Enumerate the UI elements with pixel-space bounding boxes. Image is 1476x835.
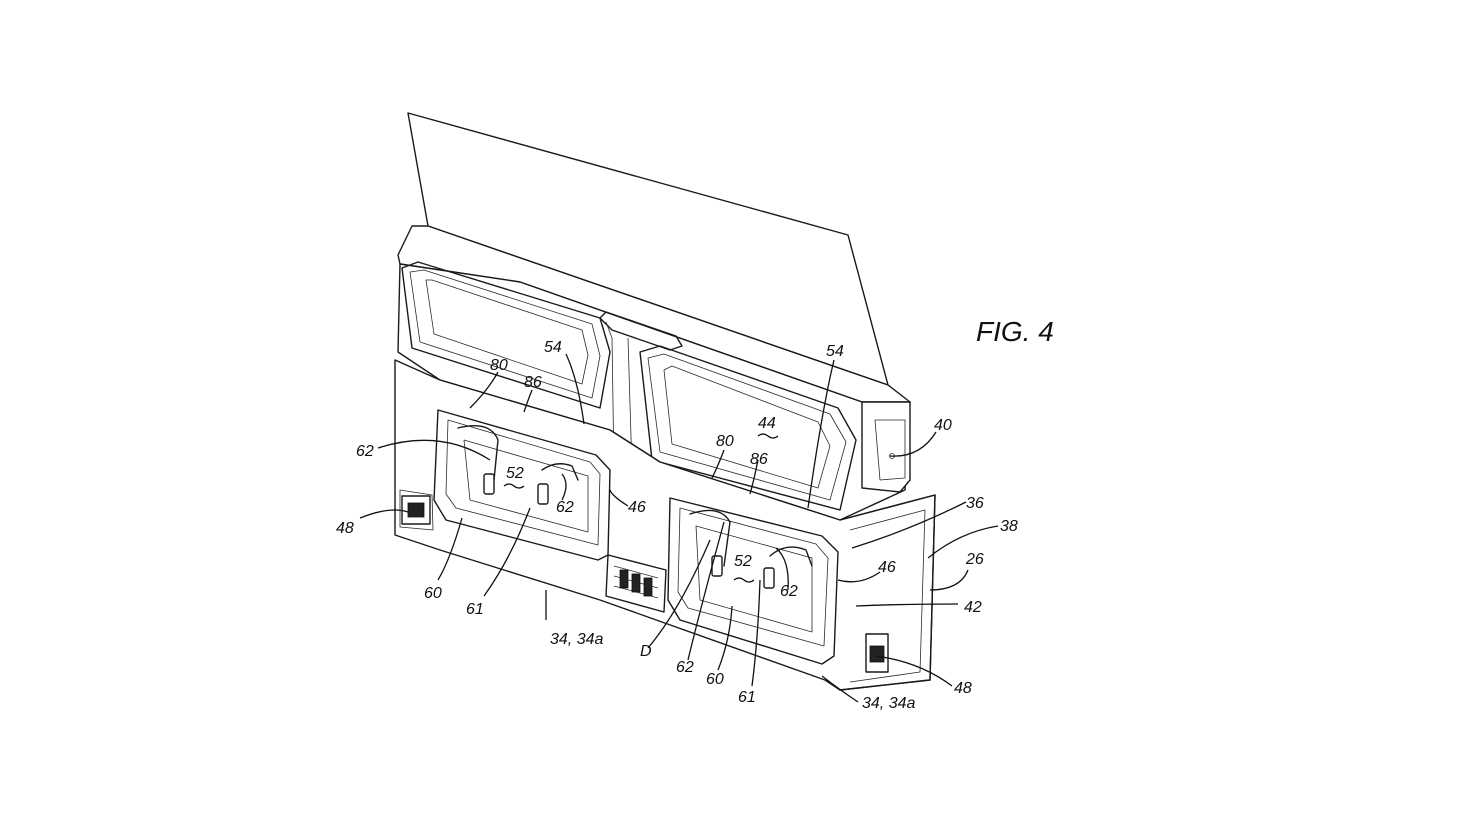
ref-36: 36 bbox=[966, 495, 984, 512]
ref-61-right: 61 bbox=[738, 689, 756, 706]
ref-40: 40 bbox=[934, 417, 952, 434]
ref-34-34a-right: 34, 34a bbox=[862, 695, 915, 712]
ref-61-left: 61 bbox=[466, 601, 484, 618]
left-storage-pocket bbox=[433, 409, 611, 561]
ref-52-left: 52 bbox=[506, 465, 524, 482]
ref-52-right: 52 bbox=[734, 553, 752, 570]
ref-D: D bbox=[640, 643, 652, 660]
ref-44: 44 bbox=[758, 415, 776, 432]
ref-38: 38 bbox=[1000, 518, 1018, 535]
ref-86-right: 86 bbox=[750, 451, 768, 468]
figure-title: FIG. 4 bbox=[976, 316, 1054, 347]
ref-42: 42 bbox=[964, 599, 982, 616]
ref-62-left-mid: 62 bbox=[556, 499, 574, 516]
reference-numerals: 80 54 86 62 52 62 46 48 60 61 34, 34a 54… bbox=[336, 339, 1018, 712]
upper-back-frame bbox=[397, 261, 911, 521]
ref-46-right: 46 bbox=[878, 559, 896, 576]
ref-60-right: 60 bbox=[706, 671, 724, 688]
ref-62-right-low: 62 bbox=[676, 659, 694, 676]
ref-48-right: 48 bbox=[954, 680, 972, 697]
ref-34-34a-left: 34, 34a bbox=[550, 631, 603, 648]
ref-48-left: 48 bbox=[336, 520, 354, 537]
leader-lines bbox=[359, 353, 999, 703]
ref-62-left-top: 62 bbox=[356, 443, 374, 460]
ref-54-left: 54 bbox=[544, 339, 562, 356]
ref-62-right-mid: 62 bbox=[780, 583, 798, 600]
ref-86-left: 86 bbox=[524, 374, 542, 391]
ref-80-right: 80 bbox=[716, 433, 734, 450]
underline-marks bbox=[503, 433, 779, 583]
ref-26: 26 bbox=[965, 551, 984, 568]
ref-80-left: 80 bbox=[490, 357, 508, 374]
ref-54-right: 54 bbox=[826, 343, 844, 360]
ref-60-left: 60 bbox=[424, 585, 442, 602]
ref-46-left: 46 bbox=[628, 499, 646, 516]
